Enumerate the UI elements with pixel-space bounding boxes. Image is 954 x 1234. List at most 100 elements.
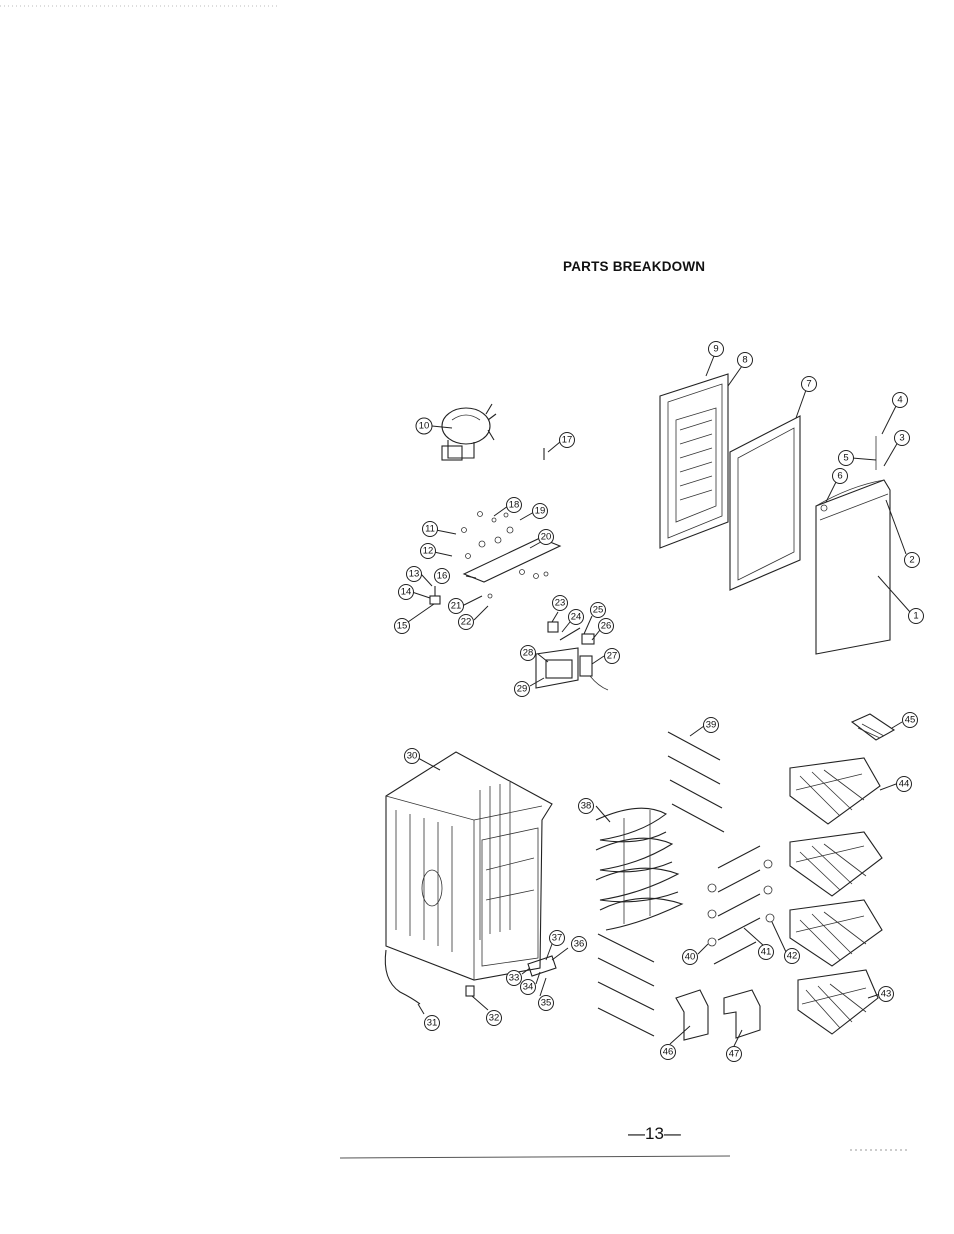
svg-text:5: 5 [843,453,848,464]
callout-32: 32 [486,1010,502,1026]
door-drawing [815,436,891,655]
page-title: PARTS BREAKDOWN [563,259,706,274]
callout-21: 21 [448,598,464,614]
svg-text:7: 7 [806,379,811,390]
callout-18: 18 [506,497,522,513]
callout-39: 39 [703,717,719,733]
callout-1: 1 [908,608,924,624]
compressor-drawing [441,403,497,461]
svg-text:39: 39 [706,720,717,731]
bottom-rule [339,1155,731,1159]
svg-text:4: 4 [897,395,902,406]
callout-9: 9 [708,341,724,357]
svg-text:21: 21 [451,601,462,612]
callout-5: 5 [838,450,854,466]
callout-42: 42 [784,948,800,964]
callout-27: 27 [604,648,620,664]
wire-baskets-drawing [789,757,883,1035]
svg-text:40: 40 [685,952,696,963]
callout-14: 14 [398,584,414,600]
svg-text:23: 23 [555,598,566,609]
svg-text:28: 28 [523,648,534,659]
door-liner-drawing [659,373,729,549]
svg-text:32: 32 [489,1013,500,1024]
callout-47: 47 [726,1046,742,1062]
callout-29: 29 [514,681,530,697]
callout-33: 33 [506,970,522,986]
svg-text:25: 25 [593,605,604,616]
svg-text:36: 36 [574,939,585,950]
callout-25: 25 [590,602,606,618]
callout-40: 40 [682,949,698,965]
svg-text:26: 26 [601,621,612,632]
side-brackets-drawing [675,989,761,1041]
svg-text:6: 6 [837,471,842,482]
callout-7: 7 [801,376,817,392]
callout-13: 13 [406,566,422,582]
callout-37: 37 [549,930,565,946]
callout-19: 19 [532,503,548,519]
svg-text:41: 41 [761,947,772,958]
svg-text:24: 24 [571,612,582,623]
svg-text:44: 44 [899,779,910,790]
callout-11: 11 [422,521,438,537]
callout-4: 4 [892,392,908,408]
shelf-rods-drawing [597,731,725,1037]
page-number: —13— [628,1124,681,1143]
callout-34: 34 [520,979,536,995]
svg-text:46: 46 [663,1047,674,1058]
callout-8: 8 [737,352,753,368]
svg-text:37: 37 [552,933,563,944]
callout-23: 23 [552,595,568,611]
svg-text:38: 38 [581,801,592,812]
svg-text:2: 2 [909,555,914,566]
svg-text:33: 33 [509,973,520,984]
svg-text:42: 42 [787,951,798,962]
svg-text:8: 8 [742,355,747,366]
cabinet-drawing [385,751,553,981]
callout-24: 24 [568,609,584,625]
door-gasket-drawing [729,415,801,591]
svg-text:35: 35 [541,998,552,1009]
evaporator-drawing [595,807,684,931]
callout-31: 31 [424,1015,440,1031]
svg-text:15: 15 [397,621,408,632]
svg-text:19: 19 [535,506,546,517]
mounting-plate-drawing [461,511,562,599]
svg-text:34: 34 [523,982,534,993]
callout-44: 44 [896,776,912,792]
callout-28: 28 [520,645,536,661]
callout-43: 43 [878,986,894,1002]
svg-text:47: 47 [729,1049,740,1060]
callout-20: 20 [538,529,554,545]
svg-text:18: 18 [509,500,520,511]
callout-26: 26 [598,618,614,634]
callout-12: 12 [420,543,436,559]
ice-tray-drawing [850,713,896,741]
callout-6: 6 [832,468,848,484]
svg-text:9: 9 [713,344,718,355]
callout-3: 3 [894,430,910,446]
bracket-drawing [429,586,441,605]
callout-30: 30 [404,748,420,764]
callout-22: 22 [458,614,474,630]
svg-text:13: 13 [409,569,420,580]
callout-16: 16 [434,568,450,584]
svg-text:14: 14 [401,587,412,598]
callout-10: 10 [415,417,433,435]
callout-38: 38 [578,798,594,814]
svg-text:11: 11 [425,524,435,535]
svg-text:31: 31 [427,1018,438,1029]
svg-text:20: 20 [541,532,552,543]
callout-35: 35 [538,995,554,1011]
svg-text:17: 17 [562,435,573,446]
svg-text:12: 12 [423,546,434,557]
callout-15: 15 [394,618,410,634]
callout-41: 41 [758,944,774,960]
svg-text:45: 45 [905,715,916,726]
svg-text:3: 3 [899,433,904,444]
svg-text:10: 10 [419,421,430,432]
callout-2: 2 [904,552,920,568]
svg-text:43: 43 [881,989,892,1000]
